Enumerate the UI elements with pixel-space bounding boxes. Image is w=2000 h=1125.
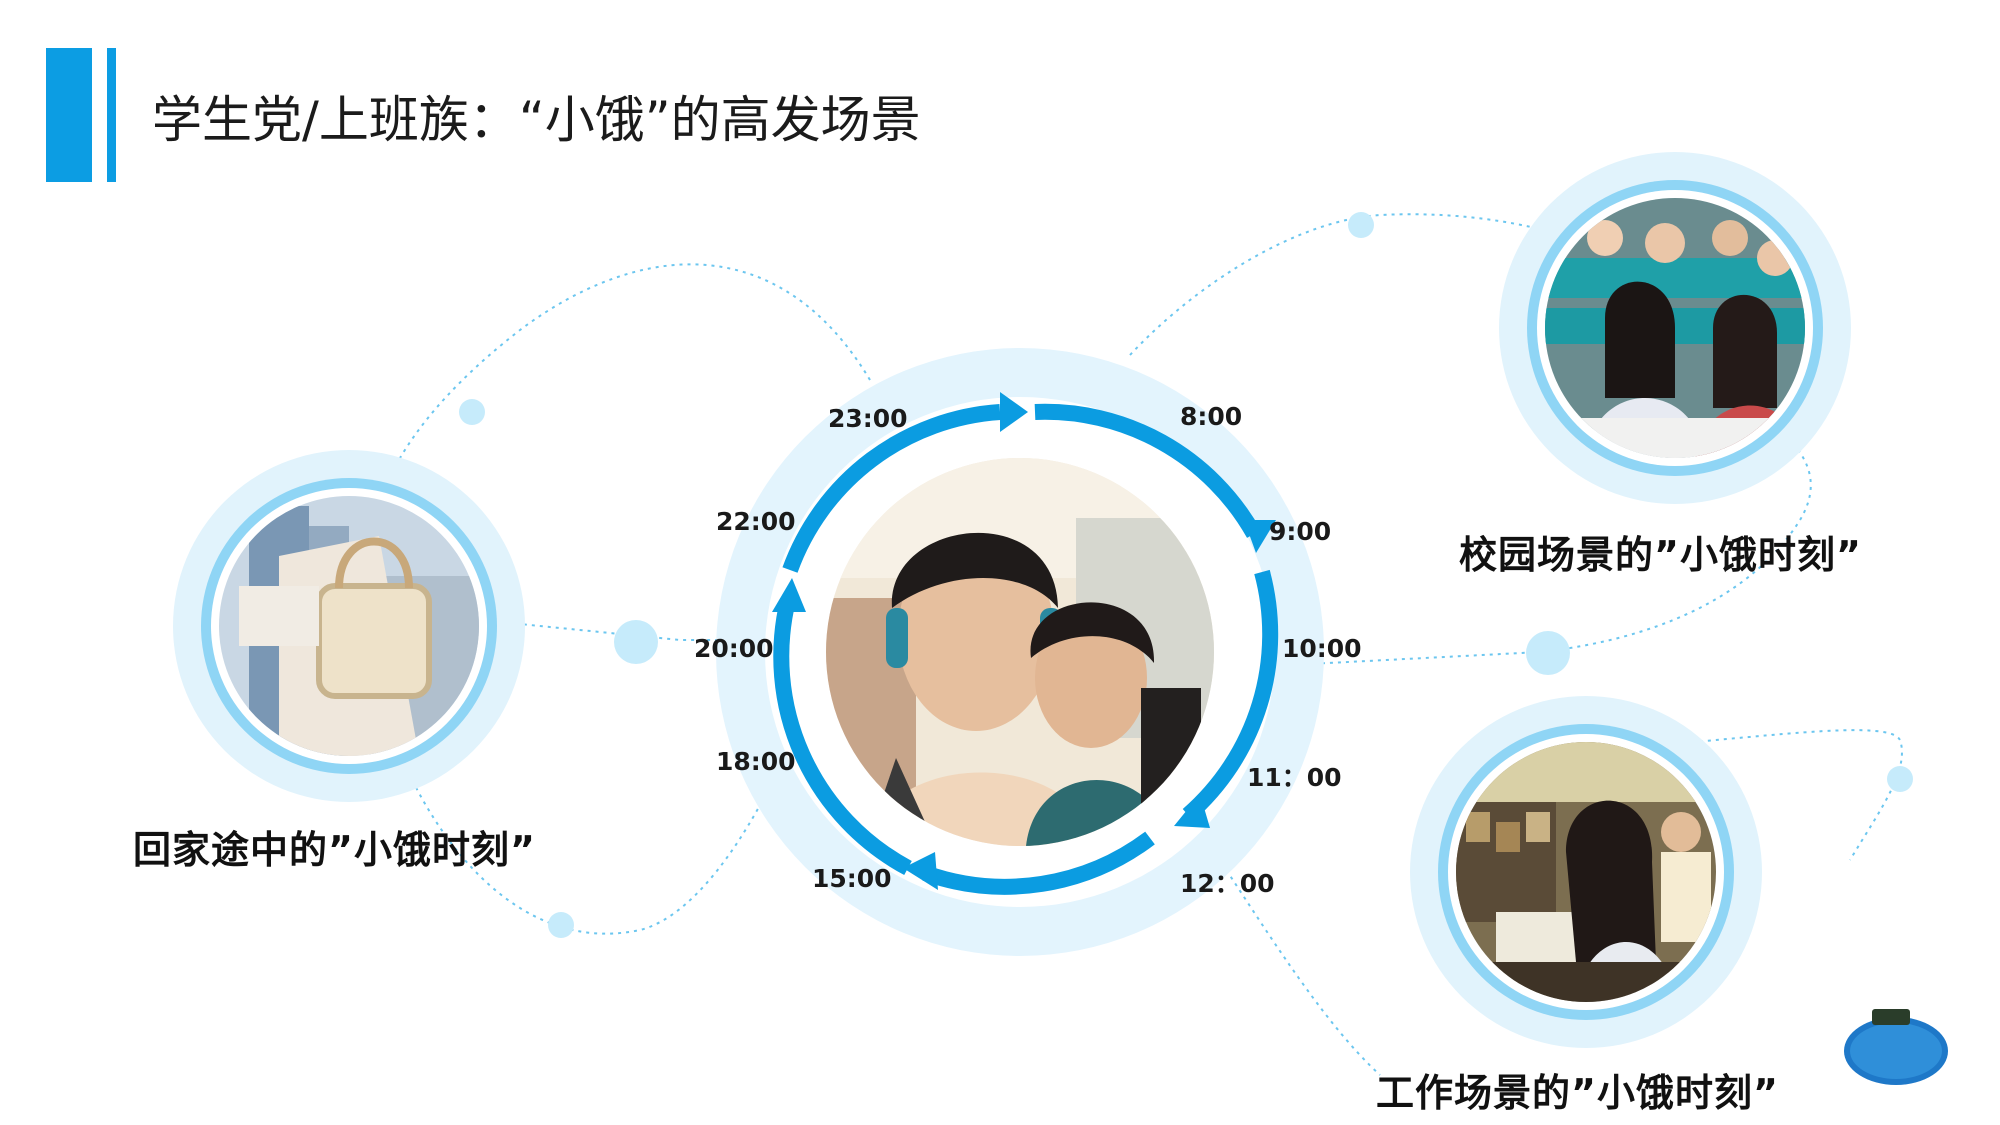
- title-accent-line: [107, 48, 116, 182]
- clock-arrowhead: [772, 578, 806, 612]
- campus-scene-photo: [1545, 198, 1805, 458]
- time-label-1100: 11：00: [1247, 763, 1342, 792]
- time-label-0800: 8:00: [1180, 402, 1243, 431]
- clock-arc-2: [1182, 569, 1279, 822]
- time-label-0900: 9:00: [1269, 517, 1332, 546]
- curve-dot: [1526, 631, 1570, 675]
- clock-arc-1: [1034, 403, 1261, 538]
- curve-dot: [614, 620, 658, 664]
- clock-arrowhead: [1174, 794, 1210, 828]
- clock-arc-4: [773, 598, 912, 876]
- home-scene-photo: [219, 496, 479, 756]
- time-label-2000: 20:00: [694, 634, 774, 663]
- clock-arc-5: [782, 404, 1001, 573]
- work-scene-caption: 工作场景的”小饿时刻”: [1376, 1071, 1779, 1115]
- curve-right: [1289, 419, 1812, 666]
- campus-scene-caption: 校园场景的”小饿时刻”: [1459, 533, 1862, 577]
- curve-dot: [459, 399, 485, 425]
- work-scene-photo: [1456, 742, 1716, 1002]
- curve-bottom-left: [369, 659, 801, 935]
- clock-arrowhead: [1244, 520, 1276, 553]
- curve-dot: [1887, 766, 1913, 792]
- time-label-1500: 15:00: [812, 864, 892, 893]
- clock-arrowhead: [1000, 392, 1028, 432]
- time-label-1800: 18:00: [716, 747, 796, 776]
- time-label-2300: 23:00: [828, 404, 908, 433]
- clock-arrowhead: [903, 852, 938, 890]
- brand-logo: [1842, 1005, 1950, 1089]
- clock-arc-3: [922, 831, 1155, 895]
- time-label-1000: 10:00: [1282, 634, 1362, 663]
- center-selfie-photo: [826, 458, 1214, 846]
- time-label-1200: 12：00: [1180, 869, 1275, 898]
- home-scene-caption: 回家途中的”小饿时刻”: [133, 828, 536, 872]
- curve-dot: [548, 912, 574, 938]
- title-accent-bar: [46, 48, 92, 182]
- time-label-2200: 22:00: [716, 507, 796, 536]
- curve-dot: [1348, 212, 1374, 238]
- page-title: 学生党/上班族：“小饿”的高发场景: [152, 91, 921, 149]
